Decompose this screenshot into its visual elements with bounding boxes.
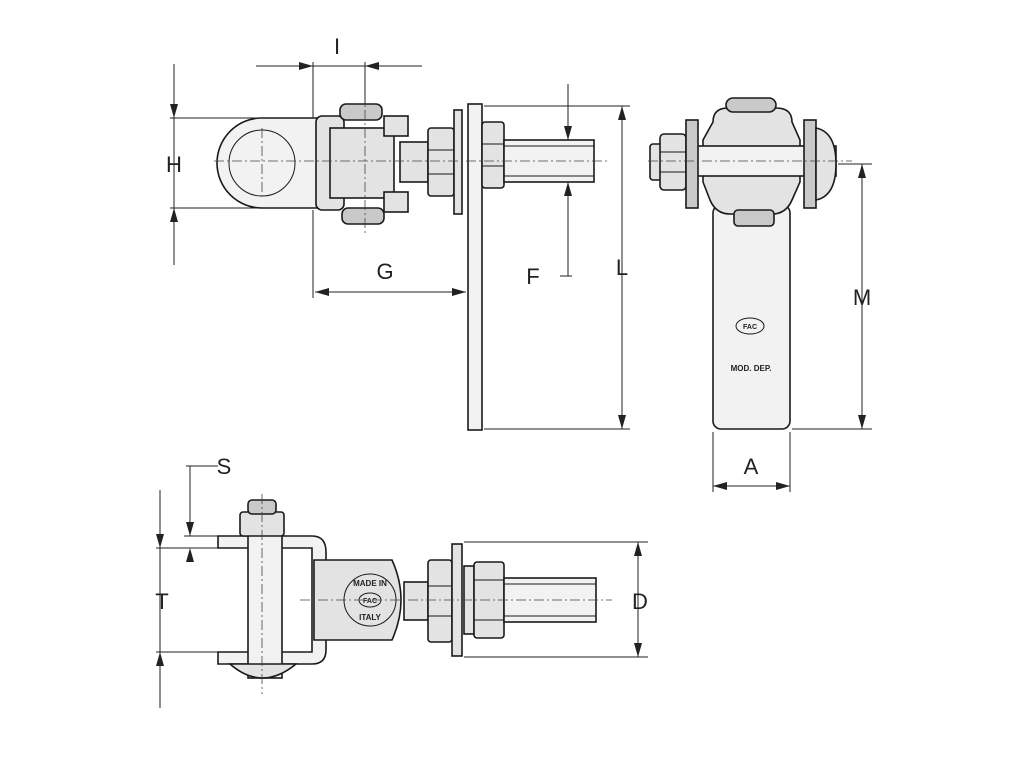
yoke-pin-dome	[227, 663, 299, 679]
label-s: S	[217, 454, 232, 479]
pin-head-top	[339, 103, 383, 121]
svg-text:FAC: FAC	[363, 598, 377, 605]
washer	[453, 109, 463, 215]
label-t: T	[155, 589, 168, 614]
side-view	[214, 92, 610, 431]
stamp-italy: ITALY	[359, 613, 381, 622]
plan-view: FAC MADE IN ITALY	[217, 494, 612, 694]
front-view: FAC MOD. DEP.	[648, 97, 852, 430]
dimension-d: D	[464, 541, 648, 658]
label-l: L	[616, 255, 628, 280]
strap-plate	[712, 204, 791, 430]
pin-cap	[725, 97, 777, 113]
label-g: G	[376, 259, 393, 284]
dimension-a: A	[712, 432, 791, 492]
front-dome	[815, 127, 837, 201]
nut-2	[481, 121, 505, 189]
shaft-neck	[399, 141, 429, 183]
dimension-i: I	[256, 34, 422, 118]
svg-text:FAC: FAC	[743, 324, 757, 331]
lower-nut	[733, 209, 775, 227]
label-i: I	[334, 34, 340, 59]
dimension-g: G	[312, 210, 466, 298]
yoke	[217, 535, 327, 665]
label-a: A	[744, 454, 759, 479]
dimension-l: L	[484, 105, 630, 430]
stamp-made-in: MADE IN	[353, 579, 387, 588]
nut-1	[427, 127, 455, 197]
label-h: H	[166, 152, 182, 177]
dimension-s: S	[184, 454, 231, 562]
dimension-t: T	[155, 490, 218, 708]
label-f: F	[526, 264, 539, 289]
front-washer-left	[685, 119, 699, 209]
dimension-m: M	[792, 163, 872, 430]
plan-nut-1	[427, 559, 453, 643]
yoke-pin	[247, 519, 283, 679]
fork-body	[329, 127, 395, 199]
front-washer-right	[803, 119, 817, 209]
plan-shaft	[403, 581, 429, 621]
label-d: D	[632, 589, 648, 614]
front-nut	[659, 133, 687, 191]
eye-ring	[216, 117, 321, 209]
gate-plate	[467, 103, 483, 431]
fork-ear-bottom	[383, 191, 409, 213]
label-m: M	[853, 285, 871, 310]
stamp-mod-dep: MOD. DEP.	[731, 364, 772, 373]
fork-ear-top	[383, 115, 409, 137]
brand-logo	[735, 317, 765, 335]
pin-head-bottom	[341, 207, 385, 225]
dimension-h: H	[166, 64, 260, 265]
